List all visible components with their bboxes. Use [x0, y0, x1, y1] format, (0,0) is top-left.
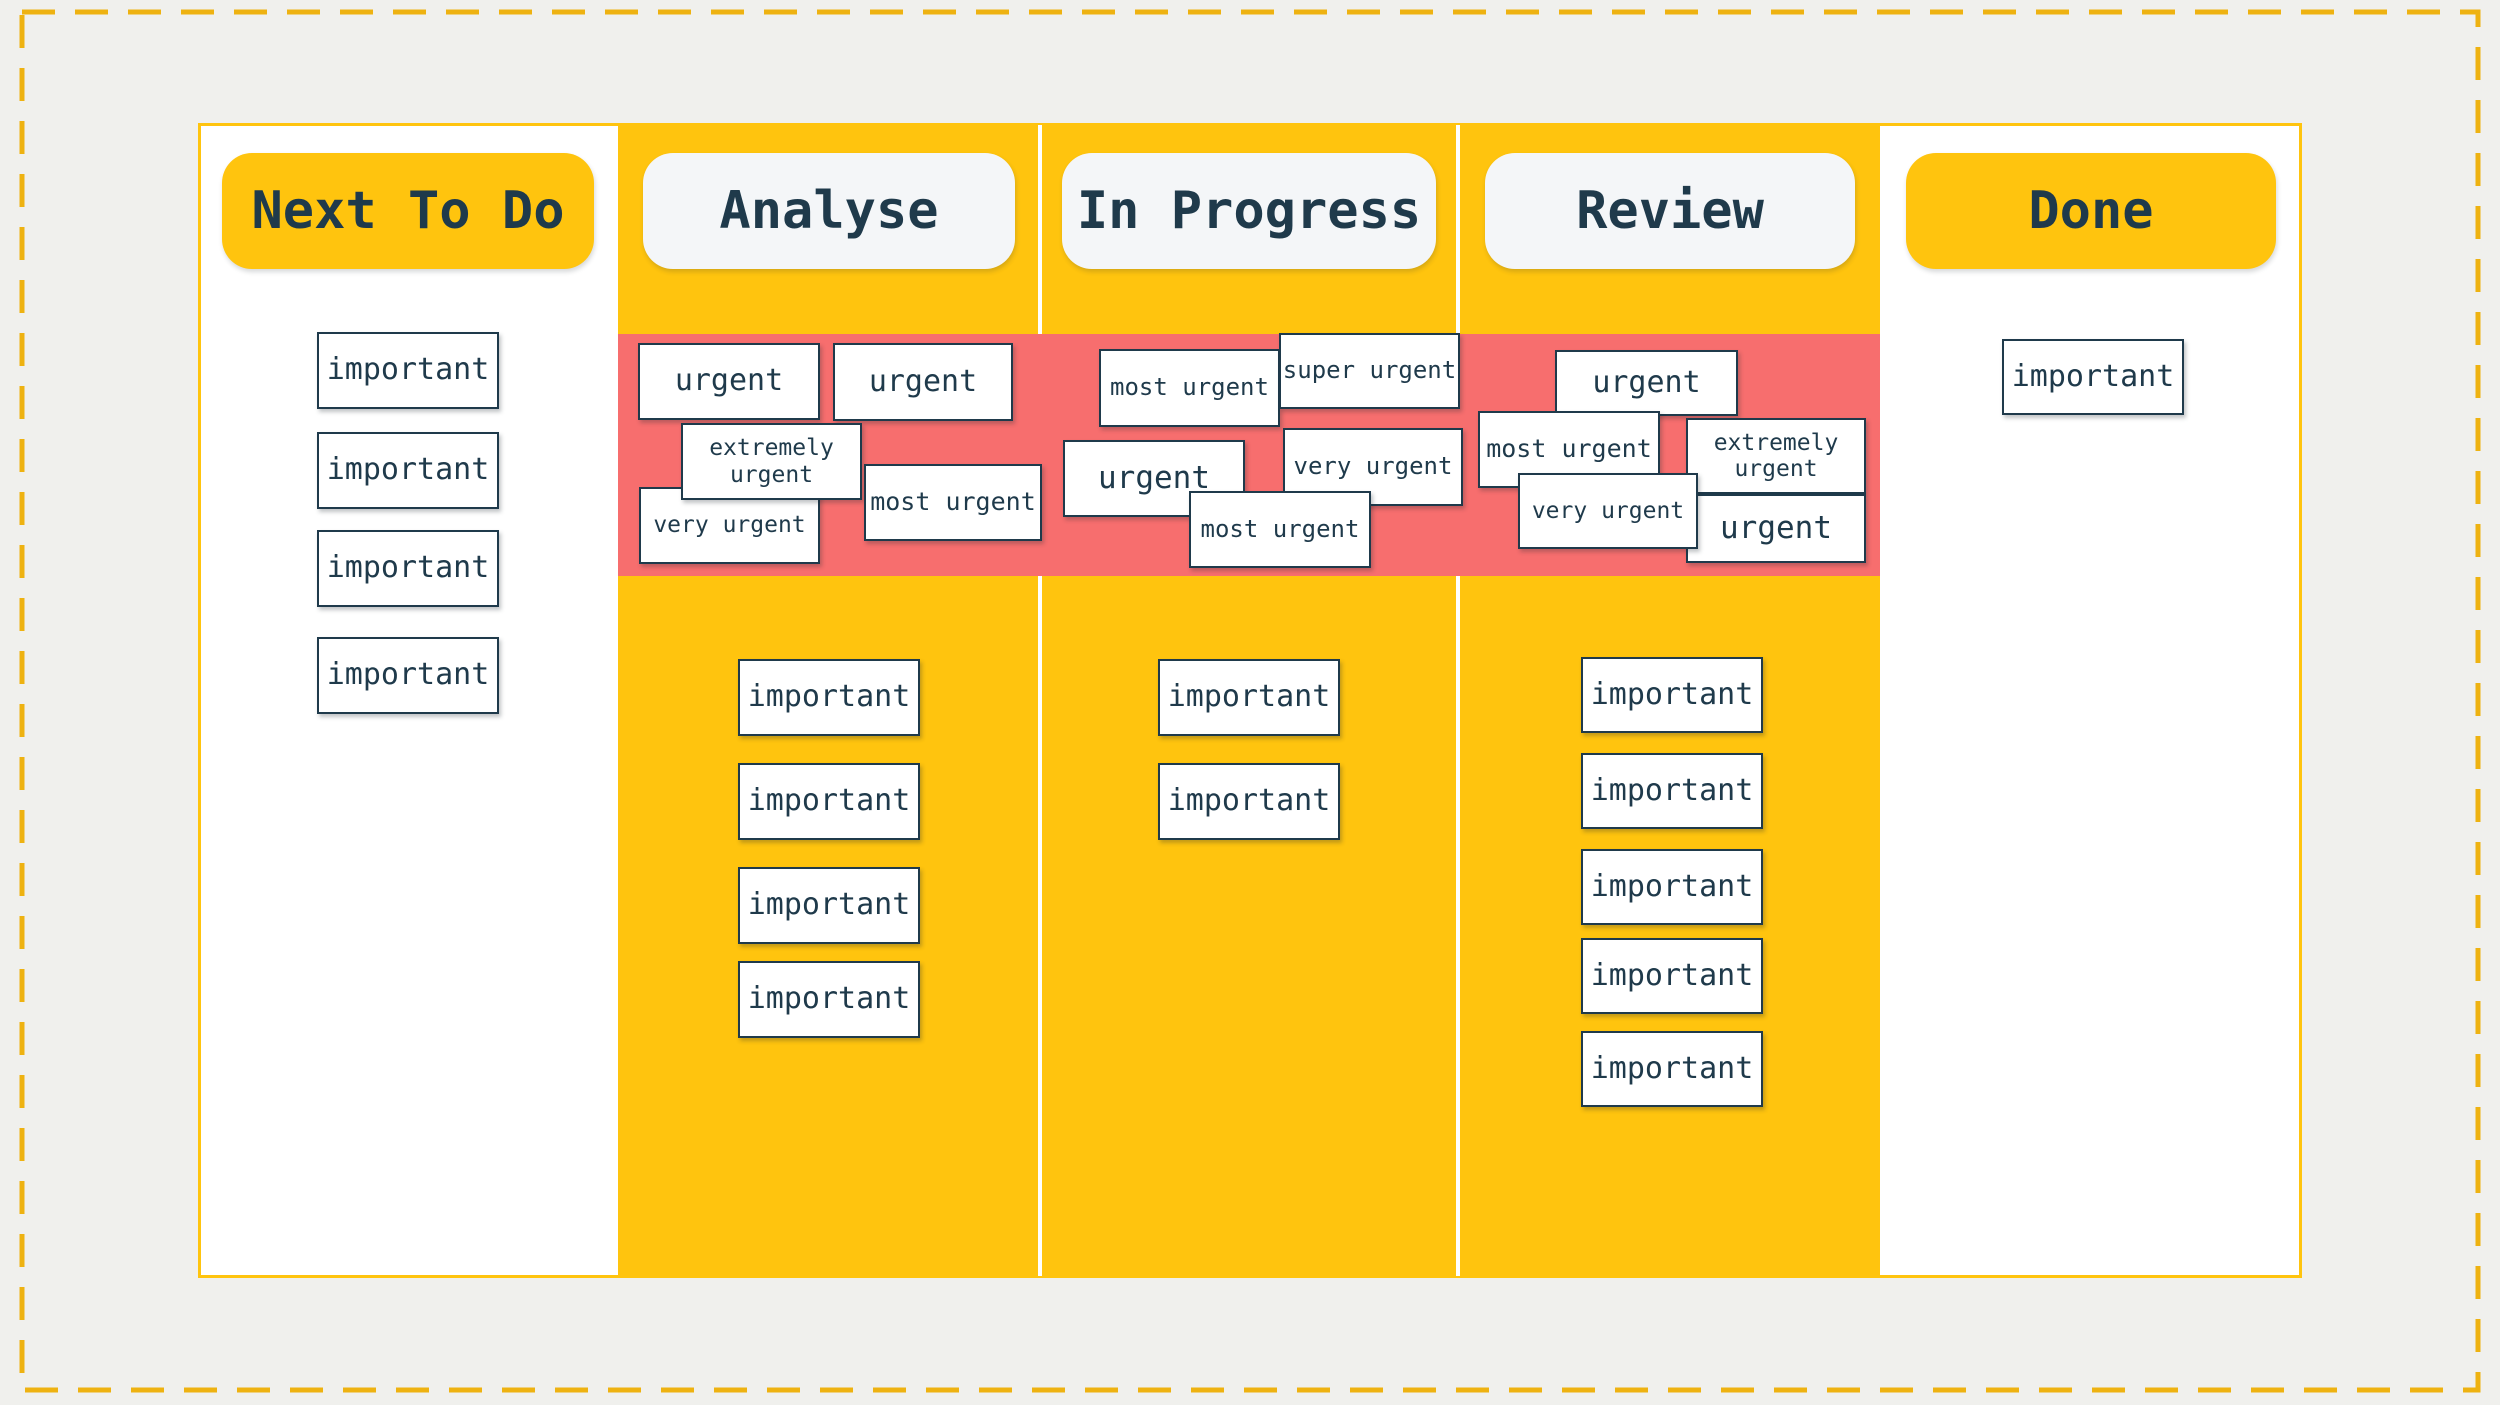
- column-divider: [1456, 125, 1460, 1276]
- column-divider: [1038, 125, 1042, 1276]
- card-important[interactable]: important: [738, 961, 920, 1038]
- card-important[interactable]: important: [1158, 763, 1340, 840]
- column-header-done[interactable]: Done: [1906, 153, 2276, 269]
- card-important[interactable]: important: [2002, 339, 2184, 415]
- card-urgent[interactable]: urgent: [1555, 350, 1738, 416]
- column-header-analyse[interactable]: Analyse: [643, 153, 1015, 269]
- card-important[interactable]: important: [1581, 849, 1763, 925]
- card-super-urgent[interactable]: super urgent: [1279, 333, 1460, 409]
- card-important[interactable]: important: [1581, 938, 1763, 1014]
- card-extremely-urgent[interactable]: extremely urgent: [1686, 418, 1866, 494]
- card-important[interactable]: important: [317, 332, 499, 409]
- card-important[interactable]: important: [317, 432, 499, 509]
- card-important[interactable]: important: [738, 763, 920, 840]
- card-important[interactable]: important: [738, 867, 920, 944]
- card-most-urgent[interactable]: most urgent: [864, 464, 1042, 541]
- card-most-urgent[interactable]: most urgent: [1189, 491, 1371, 568]
- column-header-in-progress[interactable]: In Progress: [1062, 153, 1436, 269]
- card-important[interactable]: important: [738, 659, 920, 736]
- column-header-next-to-do[interactable]: Next To Do: [222, 153, 594, 269]
- card-urgent[interactable]: urgent: [638, 343, 820, 420]
- card-important[interactable]: important: [317, 530, 499, 607]
- card-most-urgent[interactable]: most urgent: [1099, 349, 1280, 427]
- card-important[interactable]: important: [1581, 753, 1763, 829]
- card-most-urgent[interactable]: most urgent: [1478, 411, 1660, 488]
- card-important[interactable]: important: [317, 637, 499, 714]
- card-very-urgent[interactable]: very urgent: [1518, 473, 1698, 549]
- card-extremely-urgent[interactable]: extremely urgent: [681, 423, 862, 500]
- card-important[interactable]: important: [1581, 657, 1763, 733]
- card-urgent[interactable]: urgent: [1686, 494, 1866, 563]
- card-urgent[interactable]: urgent: [833, 343, 1013, 421]
- column-header-review[interactable]: Review: [1485, 153, 1855, 269]
- card-important[interactable]: important: [1158, 659, 1340, 736]
- card-important[interactable]: important: [1581, 1031, 1763, 1107]
